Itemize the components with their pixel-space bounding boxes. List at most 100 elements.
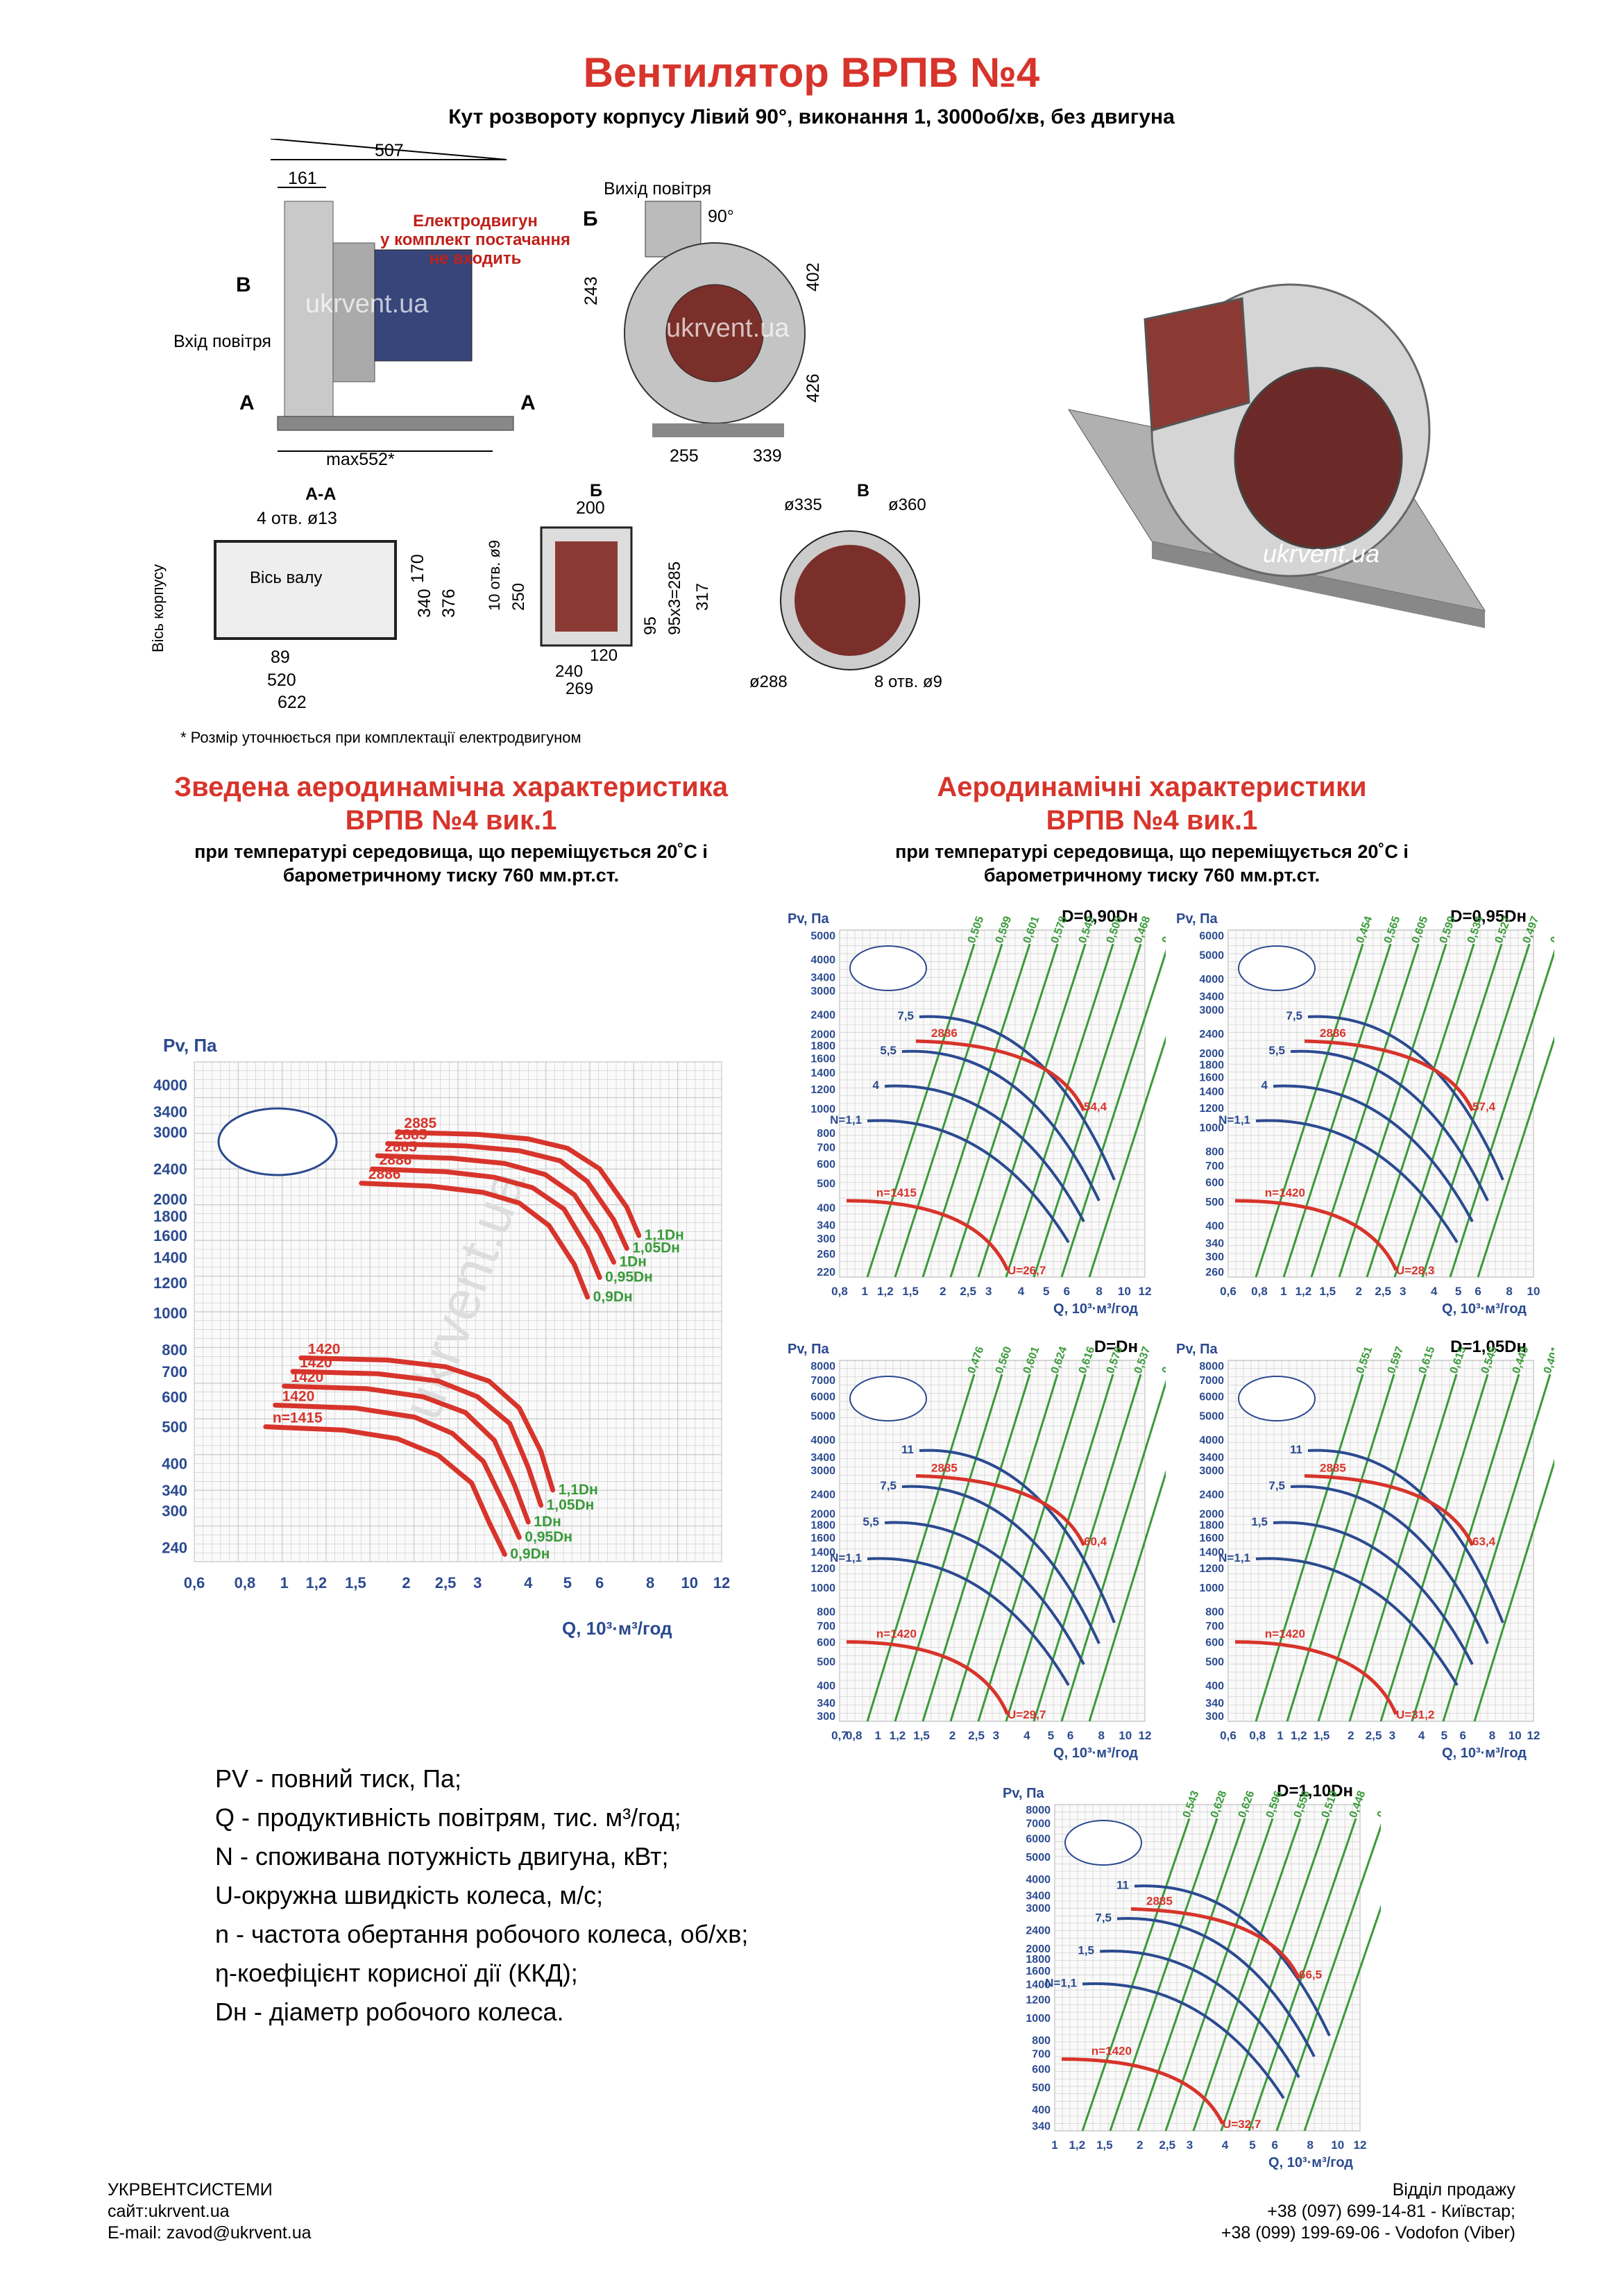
efficiency-line xyxy=(1275,1823,1381,2132)
summary-chart-title: Зведена аеродинамічна характеристика ВРП… xyxy=(174,772,728,836)
page-subtitle: Кут розвороту корпусу Лівий 90°, виконан… xyxy=(448,105,1175,128)
y-tick-label: 2000 xyxy=(1199,1509,1224,1521)
x-tick-label: 2 xyxy=(1356,1285,1362,1298)
x-tick-label: 1,2 xyxy=(877,1285,894,1298)
efficiency-line xyxy=(921,1374,1031,1722)
efficiency-line xyxy=(977,1374,1087,1722)
power-curve xyxy=(1082,1982,1285,2100)
sales-label: Відділ продажу xyxy=(1392,2180,1515,2200)
dim-339: 339 xyxy=(753,446,782,466)
x-axis-label: Q, 10³·м³/год xyxy=(1268,2155,1353,2170)
efficiency-line xyxy=(1164,1818,1274,2132)
x-tick-label: 10 xyxy=(1509,1729,1522,1742)
x-tick-label: 3 xyxy=(993,1729,999,1742)
dim-95: 95 xyxy=(641,616,660,635)
footnote: * Розмір уточнюється при комплектації ел… xyxy=(180,729,581,746)
y-tick-label: 1200 xyxy=(1026,1995,1051,2007)
y-tick-label: 800 xyxy=(162,1341,187,1358)
legend-item: Q - продуктивність повітрям, тис. м³/год… xyxy=(215,1803,681,1832)
y-tick-label: 260 xyxy=(1205,1267,1224,1278)
dim-243: 243 xyxy=(583,276,601,305)
y-tick-label: 8000 xyxy=(1026,1805,1051,1816)
efficiency-line xyxy=(1005,1374,1114,1722)
phone-kyivstar[interactable]: +38 (097) 699-14-81 - Київстар; xyxy=(1267,2202,1515,2221)
u-low-label: U=32,7 xyxy=(1223,2118,1261,2131)
site-link[interactable]: сайт:ukrvent.ua xyxy=(108,2202,230,2221)
y-tick-label: 4000 xyxy=(153,1077,187,1094)
y-tick-label: 300 xyxy=(817,1233,835,1245)
logo-badge xyxy=(1238,945,1316,991)
y-tick-label: 600 xyxy=(1032,2064,1051,2076)
x-tick-label: 1 xyxy=(280,1574,288,1592)
detail-section-title: Аеродинамічні характеристики ВРПВ №4 вик… xyxy=(937,772,1367,836)
y-tick-label: 340 xyxy=(162,1482,187,1499)
y-tick-label: 600 xyxy=(817,1637,835,1649)
series-end-label: 0,9Dн xyxy=(593,1289,633,1305)
power-label: 4 xyxy=(1261,1079,1268,1092)
u-high-label: 60,4 xyxy=(1084,1535,1107,1548)
dim-255: 255 xyxy=(670,446,699,466)
dim-max552: max552* xyxy=(326,450,395,465)
efficiency-line xyxy=(1060,1379,1166,1722)
n-low-label: n=1420 xyxy=(1091,2045,1132,2058)
efficiency-line xyxy=(1449,949,1554,1278)
view-v-drawing: В ø335 ø360 ø288 8 отв. ø9 xyxy=(749,481,942,691)
speed-curve-high xyxy=(1304,1039,1475,1112)
y-tick-label: 500 xyxy=(817,1657,835,1669)
x-tick-label: 5 xyxy=(1441,1729,1447,1742)
x-tick-label: 8 xyxy=(646,1574,654,1592)
speed-curve-high xyxy=(915,1474,1086,1546)
x-tick-label: 2 xyxy=(949,1729,955,1742)
y-tick-label: 700 xyxy=(817,1621,835,1632)
y-tick-label: 600 xyxy=(162,1388,187,1406)
x-tick-label: 1,2 xyxy=(306,1574,328,1592)
x-tick-label: 4 xyxy=(1431,1285,1438,1298)
x-tick-label: 2,5 xyxy=(1366,1729,1382,1742)
y-tick-label: 1600 xyxy=(1199,1533,1224,1544)
x-tick-label: 4 xyxy=(1222,2138,1229,2152)
y-tick-label: 1000 xyxy=(1199,1122,1224,1134)
efficiency-line xyxy=(894,1374,1003,1722)
x-axis-label: Q, 10³·м³/год xyxy=(1442,1746,1527,1761)
series-line xyxy=(290,1369,544,1508)
series-n-label: 1420 xyxy=(300,1355,332,1371)
series-n-label: 2885 xyxy=(404,1115,436,1131)
x-tick-label: 5 xyxy=(1455,1285,1461,1298)
y-tick-label: 7000 xyxy=(1199,1375,1224,1387)
power-curve xyxy=(1290,1049,1489,1201)
y-tick-label: 4000 xyxy=(1199,974,1224,986)
x-tick-label: 8 xyxy=(1307,2138,1313,2152)
email-link[interactable]: E-mail: zavod@ukrvent.ua xyxy=(108,2223,312,2243)
y-tick-label: 6000 xyxy=(810,1392,835,1403)
x-tick-label: 0,8 xyxy=(1251,1285,1268,1298)
speed-curve-high xyxy=(915,1039,1086,1112)
y-tick-label: 2400 xyxy=(1026,1925,1051,1937)
logo-badge xyxy=(849,1376,927,1421)
y-tick-label: 1600 xyxy=(1199,1072,1224,1084)
x-tick-label: 1 xyxy=(874,1729,881,1742)
y-tick-label: 4000 xyxy=(810,1435,835,1446)
power-curve xyxy=(919,1015,1116,1181)
legend-item: Dн - діаметр робочого колеса. xyxy=(215,1998,564,2026)
power-curve xyxy=(1307,1015,1504,1181)
dim-95x3: 95x3=285 xyxy=(665,562,684,635)
efficiency-line xyxy=(921,943,1031,1278)
phone-vodafone[interactable]: +38 (099) 199-69-06 - Vodofon (Viber) xyxy=(1221,2223,1515,2243)
power-label: 1,5 xyxy=(1078,1944,1094,1957)
x-tick-label: 1,2 xyxy=(890,1729,906,1742)
efficiency-line xyxy=(866,943,976,1278)
n-low-label: n=1420 xyxy=(1265,1186,1305,1199)
y-tick-label: 1000 xyxy=(1026,2013,1051,2025)
chart-title: D=0,95Dн xyxy=(1450,907,1527,926)
y-tick-label: 1400 xyxy=(810,1067,835,1079)
x-tick-label: 10 xyxy=(681,1574,698,1592)
x-axis-label: Q, 10³·м³/год xyxy=(1442,1301,1527,1317)
x-tick-label: 12 xyxy=(1139,1285,1152,1298)
power-label: 5,5 xyxy=(880,1044,897,1057)
dim-426: 426 xyxy=(804,373,823,403)
x-tick-label: 0,6 xyxy=(1220,1285,1237,1298)
series-line xyxy=(298,1355,556,1493)
series-n-label: 2886 xyxy=(380,1152,412,1168)
